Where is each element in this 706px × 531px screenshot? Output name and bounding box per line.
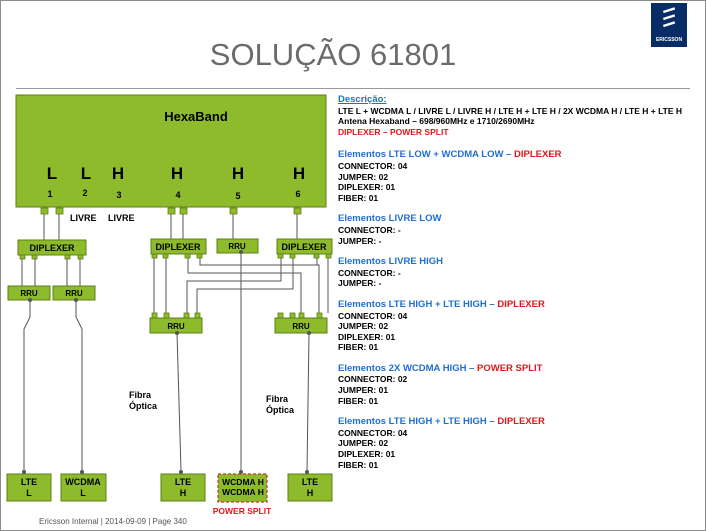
livre-label-high: LIVRE bbox=[108, 213, 135, 223]
diplexer-high-2 bbox=[276, 238, 333, 255]
band-letter-2: L bbox=[81, 164, 91, 183]
band-letter-3: H bbox=[112, 164, 124, 183]
fiber-lines bbox=[23, 252, 310, 472]
element-section-item: FIBER: 01 bbox=[338, 395, 379, 406]
footer: Ericsson Internal | 2014-09-09 | Page 34… bbox=[39, 517, 187, 526]
port-number-6: 6 bbox=[295, 189, 300, 199]
hexaband-antenna bbox=[15, 94, 327, 208]
connection-diagram: HexaBand L L H H H H 1 2 3 4 5 6 LIVRE L… bbox=[6, 94, 333, 516]
element-section-heading: Elementos 2X WCDMA HIGH – POWER SPLIT bbox=[338, 362, 543, 374]
ericsson-logo-icon: ERICSSON bbox=[651, 3, 687, 47]
description-panel: Descrição: LTE L + WCDMA L / LIVRE L / L… bbox=[338, 94, 704, 480]
element-section-item: DIPLEXER: 01 bbox=[338, 331, 396, 342]
element-section-item: FIBER: 01 bbox=[338, 192, 379, 203]
element-section-item: JUMPER: 02 bbox=[338, 321, 389, 332]
port-number-5: 5 bbox=[235, 191, 240, 201]
description-line-3: DIPLEXER – POWER SPLIT bbox=[338, 126, 449, 137]
element-section-item: CONNECTOR: - bbox=[338, 224, 401, 235]
title-divider bbox=[16, 88, 690, 89]
diplexer-low-label: DIPLEXER bbox=[29, 243, 75, 253]
band-letter-4: H bbox=[171, 164, 183, 183]
element-section-item: CONNECTOR: 04 bbox=[338, 310, 408, 321]
element-section-4: Elementos LTE HIGH + LTE HIGH – DIPLEXER… bbox=[338, 299, 704, 353]
rru-wcdma-high bbox=[216, 238, 259, 254]
description-line-2: Antena Hexaband – 698/960MHz e 1710/2690… bbox=[338, 116, 535, 127]
rru-lte-high-1-label: RRU bbox=[167, 322, 185, 331]
element-section-heading: Elementos LTE HIGH + LTE HIGH – DIPLEXER bbox=[338, 416, 545, 428]
rru-lte-high-2-label: RRU bbox=[292, 322, 310, 331]
description-section: Descrição: LTE L + WCDMA L / LIVRE L / L… bbox=[338, 94, 704, 137]
diplexer-high-1-label: DIPLEXER bbox=[155, 242, 201, 252]
element-section-item: JUMPER: - bbox=[338, 278, 382, 289]
antenna-connectors bbox=[40, 207, 302, 215]
power-split-label: POWER SPLIT bbox=[213, 506, 272, 516]
element-section-item: FIBER: 01 bbox=[338, 459, 379, 470]
diplexer-high-2-label: DIPLEXER bbox=[281, 242, 327, 252]
livre-label-low: LIVRE bbox=[70, 213, 97, 223]
element-section-heading: Elementos LTE LOW + WCDMA LOW – DIPLEXER bbox=[338, 149, 562, 161]
description-line-1: LTE L + WCDMA L / LIVRE L / LIVRE H / LT… bbox=[338, 105, 683, 116]
element-section-item: JUMPER: - bbox=[338, 235, 382, 246]
port-number-4: 4 bbox=[175, 190, 180, 200]
rru-wcdma-high-label: RRU bbox=[228, 242, 246, 251]
port-number-2: 2 bbox=[82, 188, 87, 198]
port-number-3: 3 bbox=[116, 190, 121, 200]
element-section-6: Elementos LTE HIGH + LTE HIGH – DIPLEXER… bbox=[338, 416, 704, 470]
rru-lte-low-label: RRU bbox=[20, 289, 38, 298]
diplexer-high-1 bbox=[150, 238, 207, 255]
element-section-heading: Elementos LIVRE LOW bbox=[338, 213, 442, 225]
description-heading: Descrição: bbox=[338, 94, 387, 105]
band-letter-1: L bbox=[47, 164, 57, 183]
slide-title: SOLUÇÃO 61801 bbox=[209, 37, 457, 72]
high-band-jumpers bbox=[153, 258, 329, 313]
element-section-1: Elementos LTE LOW + WCDMA LOW – DIPLEXER… bbox=[338, 149, 704, 203]
antenna-jumpers bbox=[43, 214, 298, 240]
port-number-1: 1 bbox=[47, 189, 52, 199]
band-letter-6: H bbox=[293, 164, 305, 183]
element-section-item: CONNECTOR: 02 bbox=[338, 374, 408, 385]
element-section-item: FIBER: 01 bbox=[338, 342, 379, 353]
element-section-item: JUMPER: 02 bbox=[338, 171, 389, 182]
element-section-item: DIPLEXER: 01 bbox=[338, 182, 396, 193]
logo-text: ERICSSON bbox=[656, 37, 683, 43]
element-section-item: CONNECTOR: 04 bbox=[338, 427, 408, 438]
element-section-item: CONNECTOR: - bbox=[338, 267, 401, 278]
element-section-item: JUMPER: 02 bbox=[338, 438, 389, 449]
element-section-heading: Elementos LIVRE HIGH bbox=[338, 256, 444, 268]
diplexer-low bbox=[17, 239, 87, 256]
element-section-item: CONNECTOR: 04 bbox=[338, 160, 408, 171]
element-section-heading: Elementos LTE HIGH + LTE HIGH – DIPLEXER bbox=[338, 298, 545, 310]
element-section-item: DIPLEXER: 01 bbox=[338, 449, 396, 460]
rru-wcdma-low-label: RRU bbox=[65, 289, 83, 298]
element-section-item: JUMPER: 01 bbox=[338, 385, 389, 396]
hexaband-label: HexaBand bbox=[164, 109, 228, 124]
band-letter-5: H bbox=[232, 164, 244, 183]
